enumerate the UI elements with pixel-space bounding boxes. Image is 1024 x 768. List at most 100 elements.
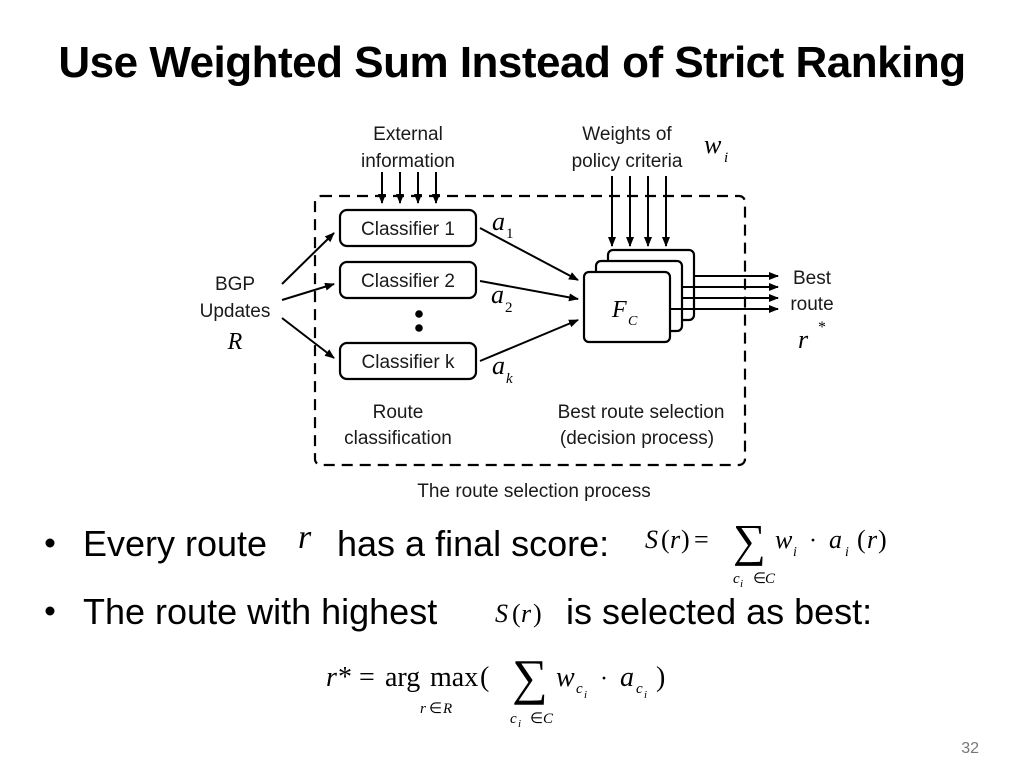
svg-text:External: External bbox=[373, 124, 443, 145]
svg-text:Classifier k: Classifier k bbox=[362, 352, 455, 373]
svg-text:S: S bbox=[645, 525, 658, 554]
svg-text:w: w bbox=[704, 130, 722, 159]
svg-text:w: w bbox=[556, 662, 575, 693]
bullet-dot bbox=[45, 538, 55, 548]
svg-text:route: route bbox=[790, 294, 833, 315]
svg-text:(: ( bbox=[857, 525, 866, 554]
route-classification-label: Route classification bbox=[344, 402, 452, 449]
classifier-2: Classifier 2 bbox=[338, 260, 478, 300]
bgp-updates-label: BGP Updates R bbox=[200, 274, 271, 355]
page-number: 32 bbox=[961, 740, 979, 757]
weights-arrows bbox=[608, 176, 670, 247]
svg-text:i: i bbox=[793, 545, 797, 560]
svg-text:c: c bbox=[733, 571, 740, 587]
process-boundary bbox=[313, 194, 747, 467]
svg-text:arg: arg bbox=[385, 662, 420, 693]
output-a2: a 2 bbox=[491, 280, 513, 316]
svg-text:i: i bbox=[740, 578, 743, 590]
weights-label: Weights of policy criteria bbox=[572, 124, 683, 172]
classifier-1: Classifier 1 bbox=[338, 208, 478, 248]
svg-text:a: a bbox=[492, 351, 505, 380]
svg-text:(decision process): (decision process) bbox=[560, 428, 714, 449]
svg-text:Route: Route bbox=[373, 402, 424, 423]
svg-text:2: 2 bbox=[505, 300, 513, 316]
svg-text:*: * bbox=[818, 319, 826, 336]
output-ak: a k bbox=[492, 351, 513, 387]
svg-text:·: · bbox=[600, 666, 608, 692]
external-information-arrows bbox=[378, 172, 440, 204]
slide-title: Use Weighted Sum Instead of Strict Ranki… bbox=[58, 38, 966, 87]
svg-text:(: ( bbox=[661, 525, 670, 554]
svg-text:Updates: Updates bbox=[200, 301, 271, 322]
svg-text:is selected as best:: is selected as best: bbox=[566, 591, 872, 632]
weights-symbol: w i bbox=[704, 130, 728, 166]
svg-text:∑: ∑ bbox=[733, 515, 766, 566]
svg-text:r: r bbox=[298, 519, 312, 556]
svg-text:F: F bbox=[611, 297, 627, 323]
svg-text:a: a bbox=[620, 662, 634, 693]
classifier-to-fc-arrows bbox=[479, 227, 579, 362]
bgp-arrows bbox=[281, 232, 335, 359]
fc-output-arrows bbox=[670, 272, 779, 313]
svg-text:information: information bbox=[361, 151, 455, 172]
svg-text:Best route selection: Best route selection bbox=[558, 402, 725, 423]
svg-text:r: r bbox=[670, 525, 681, 554]
svg-text:): ) bbox=[656, 662, 665, 693]
svg-text:i: i bbox=[584, 689, 587, 701]
svg-text:Classifier 2: Classifier 2 bbox=[361, 271, 455, 292]
svg-text:a: a bbox=[492, 207, 505, 236]
svg-text:S: S bbox=[495, 599, 508, 628]
best-route-label: Best route r * bbox=[790, 268, 833, 354]
svg-text:Weights of: Weights of bbox=[582, 124, 672, 145]
svg-text:r: r bbox=[521, 599, 532, 628]
svg-text:has a final score:: has a final score: bbox=[337, 523, 609, 564]
svg-text:(: ( bbox=[512, 599, 521, 628]
ellipsis-dots bbox=[415, 310, 423, 332]
svg-text:=: = bbox=[694, 525, 709, 554]
svg-text:1: 1 bbox=[506, 226, 514, 242]
svg-text:max: max bbox=[430, 662, 478, 693]
svg-text:BGP: BGP bbox=[215, 274, 255, 295]
bullet-dot bbox=[45, 606, 55, 616]
svg-text:Classifier 1: Classifier 1 bbox=[361, 219, 455, 240]
best-route-selection-label: Best route selection (decision process) bbox=[558, 402, 725, 449]
external-information-label: External information bbox=[361, 124, 455, 172]
svg-text:C: C bbox=[765, 571, 776, 587]
svg-text:R: R bbox=[227, 329, 243, 355]
svg-text:a: a bbox=[829, 525, 842, 554]
svg-text:): ) bbox=[878, 525, 887, 554]
output-a1: a 1 bbox=[492, 207, 514, 242]
svg-text:(: ( bbox=[480, 662, 489, 693]
svg-text:Best: Best bbox=[793, 268, 832, 289]
svg-text:classification: classification bbox=[344, 428, 452, 449]
svg-text:∑: ∑ bbox=[512, 649, 548, 705]
svg-text:k: k bbox=[506, 371, 513, 387]
svg-text:=: = bbox=[359, 662, 375, 693]
svg-text:∈: ∈ bbox=[530, 711, 543, 727]
classifier-k: Classifier k bbox=[338, 341, 478, 381]
bullet-2: The route with highest is selected as be… bbox=[45, 591, 872, 632]
svg-text:·: · bbox=[809, 528, 817, 554]
svg-text:The route with highest: The route with highest bbox=[83, 591, 437, 632]
svg-text:r: r bbox=[798, 325, 809, 354]
svg-text:Every route: Every route bbox=[83, 523, 267, 564]
svg-text:i: i bbox=[724, 150, 728, 166]
svg-text:i: i bbox=[518, 718, 521, 730]
svg-text:R: R bbox=[442, 701, 452, 717]
svg-text:C: C bbox=[628, 314, 638, 329]
svg-text:i: i bbox=[845, 545, 849, 560]
svg-text:∈: ∈ bbox=[429, 701, 442, 717]
bullet-1: Every route r has a final score: bbox=[45, 519, 609, 564]
svg-text:r: r bbox=[867, 525, 878, 554]
svg-text:policy criteria: policy criteria bbox=[572, 151, 683, 172]
svg-text:∈: ∈ bbox=[753, 571, 766, 587]
svg-text:a: a bbox=[491, 280, 504, 309]
svg-text:*: * bbox=[338, 662, 352, 693]
svg-text:w: w bbox=[775, 525, 793, 554]
svg-text:c: c bbox=[510, 711, 517, 727]
formula-s-of-r: S ( r ) bbox=[495, 599, 542, 628]
svg-text:r: r bbox=[420, 701, 426, 717]
svg-text:i: i bbox=[644, 689, 647, 701]
